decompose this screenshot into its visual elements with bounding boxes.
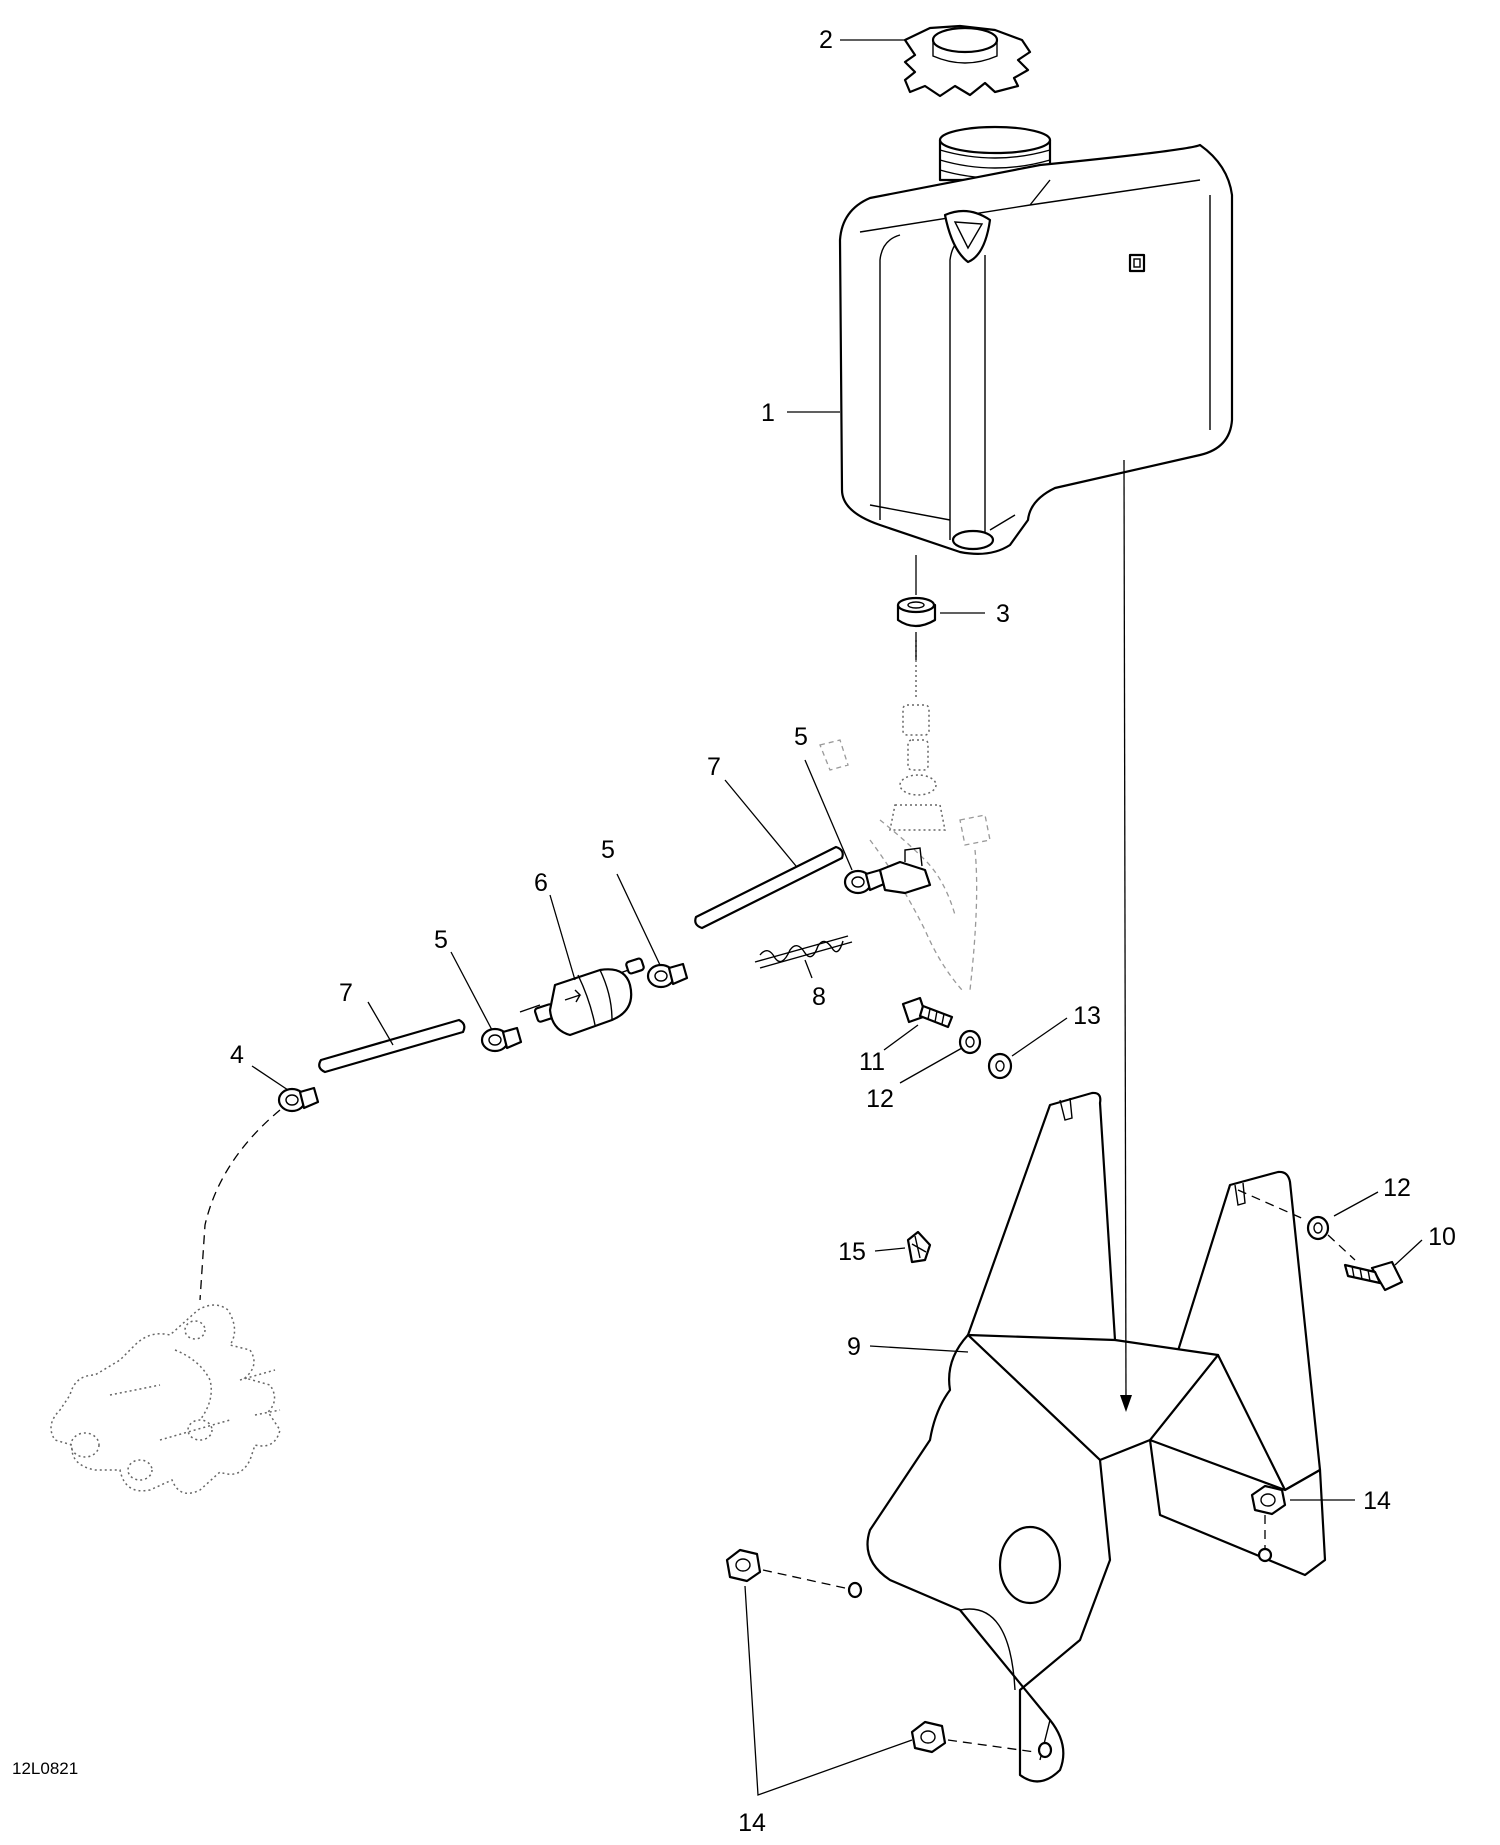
drawing-code: 12L0821 bbox=[12, 1759, 78, 1778]
clamp-end[interactable] bbox=[277, 1086, 320, 1113]
callout-12-upper: 12 bbox=[866, 1085, 894, 1113]
grommet[interactable] bbox=[896, 596, 937, 628]
clamp-middle[interactable] bbox=[646, 962, 689, 989]
callout-14-right: 14 bbox=[1363, 1487, 1391, 1515]
inline-filter[interactable] bbox=[519, 957, 645, 1037]
leader-lines bbox=[251, 39, 1423, 1796]
callout-13: 13 bbox=[1073, 1002, 1101, 1030]
callout-12-lower: 12 bbox=[1383, 1174, 1411, 1202]
assembly-lines bbox=[199, 459, 1356, 1753]
callout-15: 15 bbox=[838, 1238, 866, 1266]
clamp-lower-middle[interactable] bbox=[480, 1026, 523, 1053]
hose-upper[interactable] bbox=[694, 845, 844, 930]
flat-washer[interactable] bbox=[987, 1052, 1013, 1080]
callout-5-middle: 5 bbox=[601, 836, 615, 864]
lock-washer-upper[interactable] bbox=[958, 1029, 982, 1055]
callout-2: 2 bbox=[819, 26, 833, 54]
callout-7-upper: 7 bbox=[707, 753, 721, 781]
nut-right[interactable] bbox=[1250, 1484, 1287, 1516]
callout-1: 1 bbox=[761, 399, 775, 427]
callout-6: 6 bbox=[534, 869, 548, 897]
tank-cap[interactable] bbox=[903, 24, 1032, 98]
hose-lower[interactable] bbox=[318, 1018, 466, 1074]
phantom-oil-pump bbox=[50, 1304, 281, 1495]
callout-3: 3 bbox=[996, 600, 1010, 628]
callout-5-lower: 5 bbox=[434, 926, 448, 954]
mounting-bracket[interactable] bbox=[847, 1091, 1327, 1783]
callout-8: 8 bbox=[812, 983, 826, 1011]
callout-9: 9 bbox=[847, 1333, 861, 1361]
callout-14-bottom: 14 bbox=[738, 1809, 766, 1837]
callout-5-upper: 5 bbox=[794, 723, 808, 751]
clip[interactable] bbox=[906, 1230, 932, 1264]
nut-left-lower[interactable] bbox=[910, 1720, 947, 1754]
bolt-small[interactable] bbox=[901, 996, 954, 1029]
reservoir-tank[interactable] bbox=[838, 125, 1234, 555]
bolt-large[interactable] bbox=[1343, 1260, 1404, 1292]
callout-10: 10 bbox=[1428, 1223, 1456, 1251]
phantom-fitting bbox=[819, 640, 991, 991]
callout-7-lower: 7 bbox=[339, 979, 353, 1007]
tee-fitting bbox=[878, 847, 932, 895]
spring[interactable] bbox=[754, 935, 853, 969]
nut-left-upper[interactable] bbox=[725, 1548, 762, 1583]
clamp-upper-right[interactable] bbox=[843, 868, 886, 895]
callout-labels: 1 2 3 4 5 5 5 6 7 7 8 9 10 11 12 12 13 1… bbox=[230, 26, 1456, 1837]
callout-11: 11 bbox=[859, 1048, 885, 1076]
lock-washer-lower[interactable] bbox=[1306, 1215, 1330, 1241]
callout-4: 4 bbox=[230, 1041, 244, 1069]
